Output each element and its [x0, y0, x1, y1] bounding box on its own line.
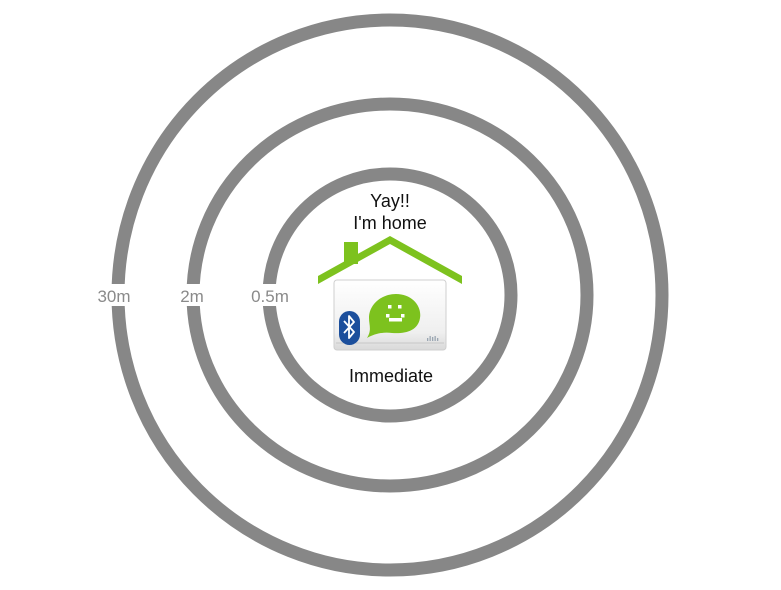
message-line-2: I'm home	[353, 213, 426, 233]
smiley-speech-bubble-icon	[367, 294, 421, 338]
ring-label-30m: 30m	[97, 287, 130, 306]
ring-label-0-5m: 0.5m	[251, 287, 289, 306]
zone-label-immediate: Immediate	[349, 366, 433, 386]
message-line-1: Yay!!	[370, 191, 410, 211]
ring-label-2m: 2m	[180, 287, 204, 306]
bluetooth-icon	[339, 311, 360, 345]
house-icon	[318, 236, 462, 284]
